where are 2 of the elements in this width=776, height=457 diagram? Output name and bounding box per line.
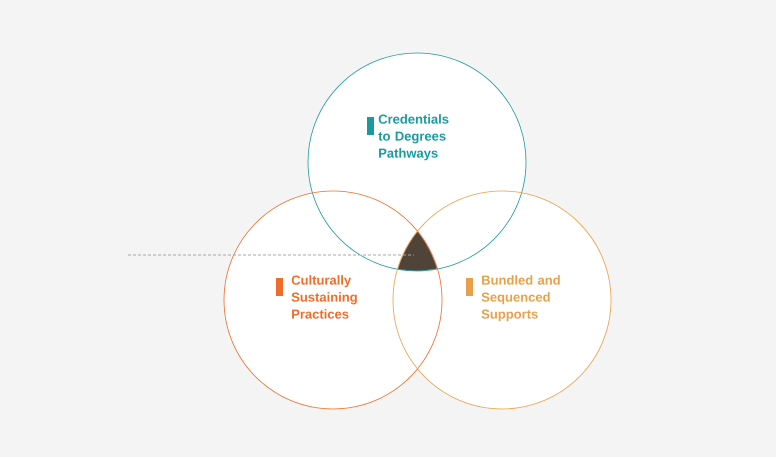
leader-line [128,254,414,256]
intersection-shape [398,232,437,270]
